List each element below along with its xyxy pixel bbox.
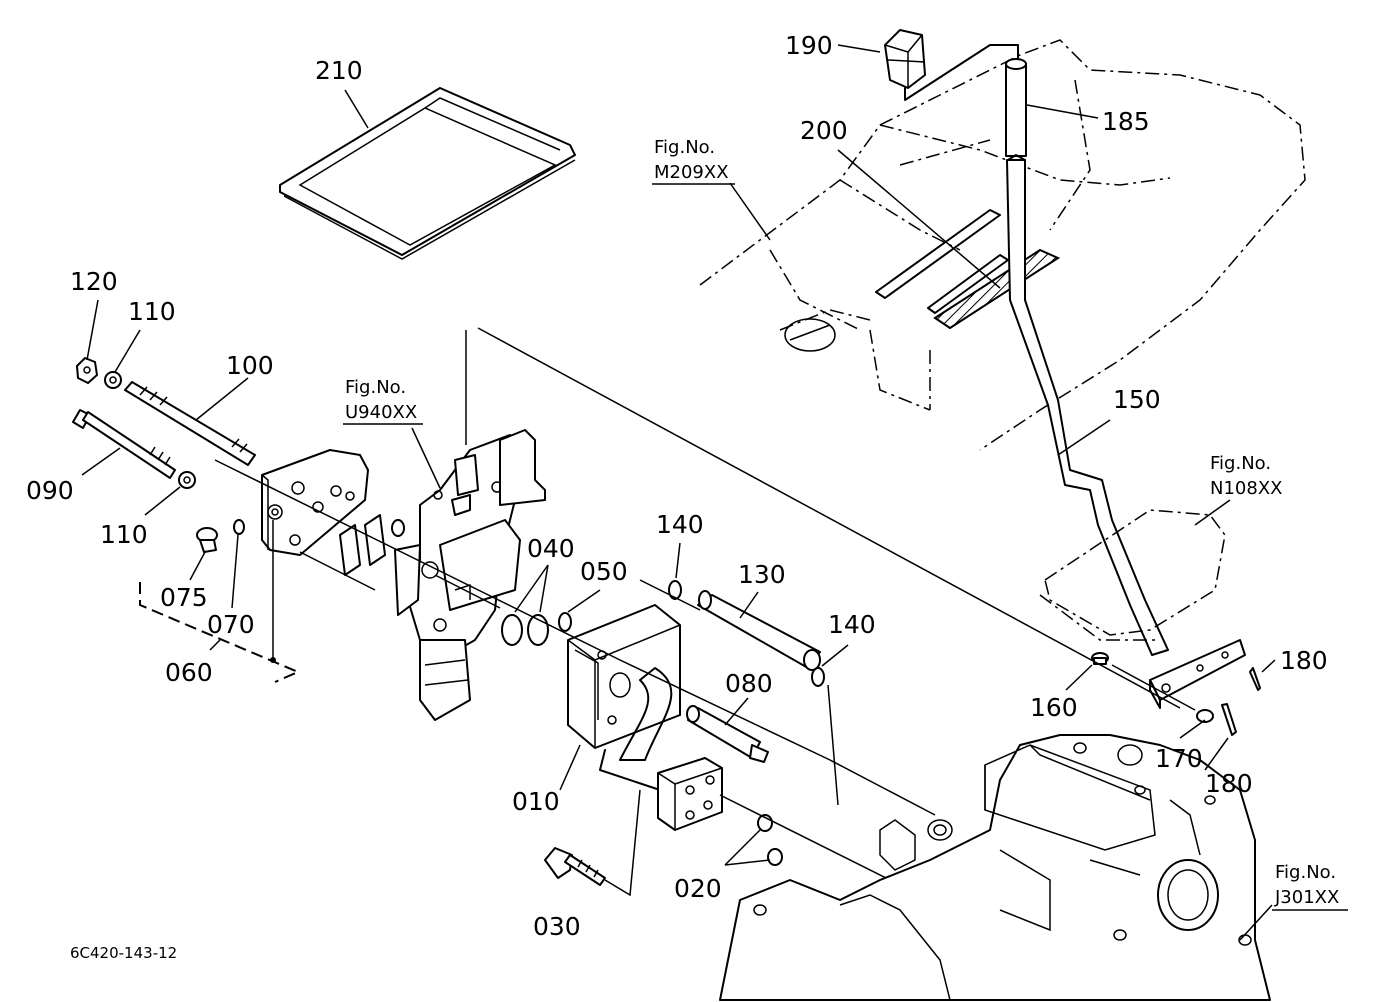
callout-labels: 210 190 185 200 120 110 100 090 110 075 … — [26, 31, 1328, 941]
pin-080 — [686, 705, 769, 763]
cotter-pin-upper — [1249, 667, 1261, 691]
step-pedal-outline — [1039, 509, 1226, 641]
transmission-housing — [719, 734, 1271, 1001]
operators-manual — [279, 87, 576, 260]
callout-070: 070 — [207, 610, 255, 639]
o-ring-140a — [668, 580, 682, 600]
washer-170 — [1196, 709, 1214, 723]
callout-075: 075 — [160, 583, 208, 612]
callout-110-lower: 110 — [100, 520, 148, 549]
cotter-pin-lower — [1221, 703, 1237, 736]
callout-100: 100 — [226, 351, 274, 380]
o-ring-small-a — [391, 519, 405, 537]
fig-ref-j301-label: Fig.No. — [1275, 862, 1336, 883]
callout-060: 060 — [165, 658, 213, 687]
leader-pedal — [1111, 664, 1196, 711]
centerline-valve — [299, 551, 376, 591]
centerline-upper — [639, 579, 701, 611]
callout-040: 040 — [527, 534, 575, 563]
callout-190: 190 — [785, 31, 833, 60]
leader-030 — [604, 789, 641, 897]
fig-ref-j301-code: J301XX — [1274, 887, 1339, 908]
callout-020: 020 — [674, 874, 722, 903]
callout-170: 170 — [1155, 744, 1203, 773]
knob-leader-line — [904, 44, 1019, 101]
callout-180-lower: 180 — [1205, 769, 1253, 798]
o-ring-020a — [757, 814, 773, 832]
fig-ref-m209-code: M209XX — [654, 162, 729, 183]
o-ring-020b — [767, 848, 783, 866]
leader-lines — [81, 44, 1276, 941]
shift-plate — [933, 248, 1061, 330]
assembly-060-bracket — [139, 582, 301, 683]
bolt-030 — [544, 847, 606, 886]
nut-120 — [76, 357, 98, 384]
gasket-rings — [339, 524, 361, 576]
callout-185: 185 — [1102, 107, 1150, 136]
o-ring-040a — [501, 614, 523, 646]
tractor-body-outline — [699, 39, 1306, 451]
lever-knob — [884, 29, 926, 89]
gasket-ring-2 — [364, 514, 386, 566]
callout-140-upper: 140 — [656, 510, 704, 539]
fig-ref-m209: Fig.No. M209XX — [652, 137, 735, 185]
callout-010: 010 — [512, 787, 560, 816]
fig-ref-u940: Fig.No. U940XX — [343, 377, 423, 425]
callout-210: 210 — [315, 56, 363, 85]
tube-130 — [697, 590, 821, 671]
callout-110-upper: 110 — [128, 297, 176, 326]
callout-030: 030 — [533, 912, 581, 941]
fig-ref-j301: Fig.No. J301XX — [1272, 862, 1348, 911]
washer-110-lower-hole — [183, 476, 191, 484]
small-block — [657, 757, 723, 831]
washer-110-lower — [178, 471, 196, 489]
callout-200: 200 — [800, 116, 848, 145]
o-ring-040b — [527, 614, 549, 646]
plug-075 — [196, 527, 218, 553]
washer-110-upper — [104, 371, 122, 389]
lever-bracket — [1149, 639, 1246, 709]
fig-ref-n108: Fig.No. N108XX — [1210, 453, 1282, 499]
callout-050: 050 — [580, 557, 628, 586]
callout-130: 130 — [738, 560, 786, 589]
callout-150: 150 — [1113, 385, 1161, 414]
fig-ref-m209-label: Fig.No. — [654, 137, 715, 158]
leader-160 — [477, 327, 1181, 709]
end-plate — [261, 449, 369, 556]
fig-ref-n108-label: Fig.No. — [1210, 453, 1271, 474]
centerline-lower — [719, 794, 891, 881]
callout-140-lower: 140 — [828, 610, 876, 639]
fig-ref-n108-code: N108XX — [1210, 478, 1282, 499]
centerline-main — [214, 459, 936, 816]
o-ring-050 — [558, 612, 572, 632]
bolt-090 — [72, 409, 176, 479]
fig-ref-u940-code: U940XX — [345, 402, 417, 423]
centerline-short — [827, 684, 839, 806]
callout-180-upper: 180 — [1280, 646, 1328, 675]
control-valve-assembly — [394, 429, 546, 721]
o-ring-140b — [811, 667, 825, 687]
fig-ref-u940-label: Fig.No. — [345, 377, 406, 398]
callout-120: 120 — [70, 267, 118, 296]
lever-sleeve — [1005, 58, 1027, 157]
callout-090: 090 — [26, 476, 74, 505]
stud-bolt-100 — [124, 381, 256, 466]
o-ring-070 — [233, 519, 245, 535]
valve-block-010 — [567, 604, 681, 749]
control-lever — [1006, 154, 1169, 656]
callout-080: 080 — [725, 669, 773, 698]
callout-160: 160 — [1030, 693, 1078, 722]
drawing-code: 6C420-143-12 — [70, 944, 177, 962]
washer-110-upper-hole — [109, 376, 117, 384]
connecting-pipe — [619, 667, 673, 761]
centerline-rings — [434, 574, 501, 609]
